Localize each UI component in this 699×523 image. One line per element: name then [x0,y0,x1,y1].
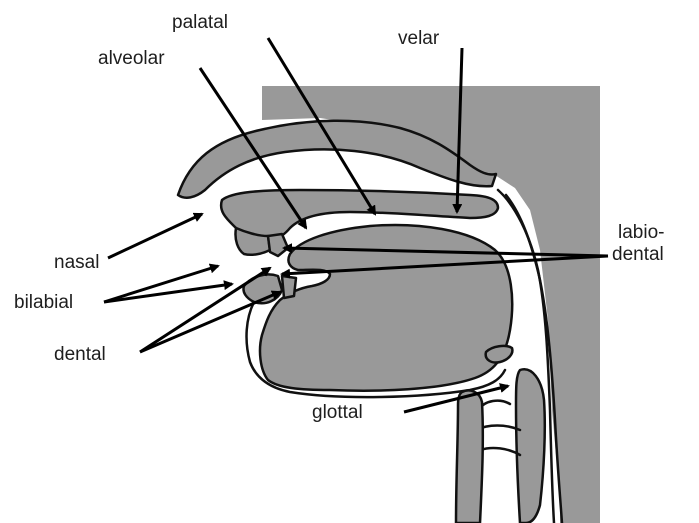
epiglottis [516,369,545,523]
label-nasal: nasal [54,252,99,273]
hyoid [486,346,513,363]
label-velar: velar [398,28,440,49]
glottal-arrow [404,386,508,412]
label-alveolar: alveolar [98,48,165,69]
label-glottal: glottal [312,402,363,423]
label-labio-line2: dental [612,244,664,265]
label-labio-line1: labio- [618,222,664,243]
trachea [456,390,483,523]
upper-teeth [268,234,288,256]
bilabial-arrow-1 [104,266,218,302]
dental-arrow-2 [140,292,280,352]
nasal-arrow [108,214,202,258]
lower-teeth [282,276,296,298]
label-dental: dental [54,344,106,365]
label-bilabial: bilabial [14,292,73,313]
label-palatal: palatal [172,12,228,33]
bilabial-arrow-2 [104,284,232,302]
